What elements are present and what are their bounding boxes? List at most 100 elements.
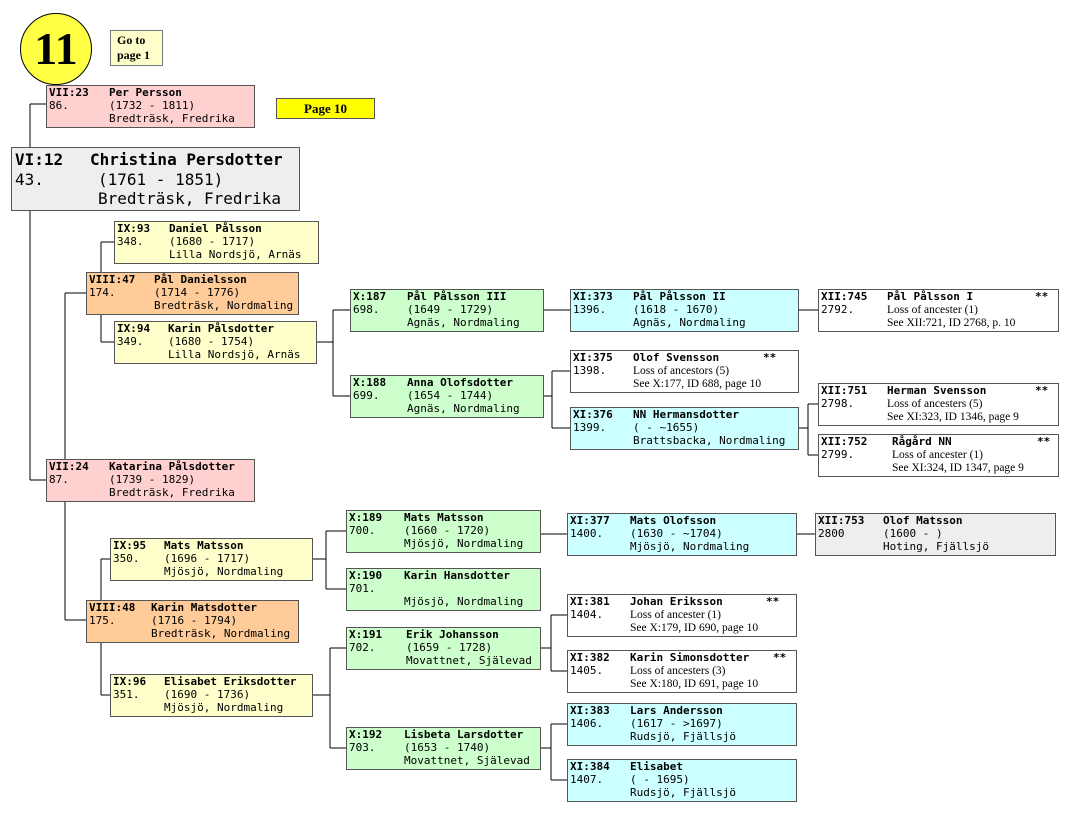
person-years: (1618 - 1670) [633,303,720,316]
see-reference: See X:177, ID 688, page 10 [633,378,762,390]
person-id: XI:382 [570,651,610,664]
person-number: 1404. [570,608,604,621]
person-years: (1654 - 1744) [407,389,494,402]
person-place: Rudsjö, Fjällsjö [630,730,736,743]
person-years: (1716 - 1794) [151,614,238,627]
person-box-p15[interactable]: XI:373 Pål Pålsson II 1396. (1618 - 1670… [570,289,799,332]
person-id: XI:381 [570,595,610,608]
person-number: 174. [89,286,116,299]
person-box-p2[interactable]: VII:24 Katarina Pålsdotter 87. (1739 - 1… [46,459,255,502]
loss-marker: ** [1035,384,1049,397]
page-number-badge: 11 [20,13,92,85]
person-place: Bredträsk, Nordmaling [151,627,291,640]
person-box-p18[interactable]: XI:377 Mats Olofsson 1400. (1630 - ~1704… [567,513,797,556]
person-place: Rudsjö, Fjällsjö [630,786,736,799]
person-box-p16[interactable]: XI:375 Olof Svensson ** 1398. Loss of an… [570,350,799,393]
person-box-p20[interactable]: XI:382 Karin Simonsdotter ** 1405. Loss … [567,650,797,693]
person-box-p17[interactable]: XI:376 NN Hermansdotter 1399. ( - ~1655)… [570,407,799,450]
person-name: NN Hermansdotter [633,408,739,421]
person-name: Olof Matsson [883,514,963,527]
person-place: Bredträsk, Fredrika [109,112,235,125]
see-reference: See XI:324, ID 1347, page 9 [892,462,1024,474]
person-years: ( - 1695) [630,773,690,786]
person-number: 1398. [573,364,607,377]
person-place: Movattnet, Själevad [406,654,532,667]
person-box-p12[interactable]: X:190 Karin Hansdotter 701. Mjösjö, Nord… [346,568,541,611]
person-number: 43. [15,170,44,189]
person-box-p24[interactable]: XII:751 Herman Svensson ** 2798. Loss of… [818,383,1059,426]
person-id: VIII:47 [89,273,136,286]
person-box-p13[interactable]: X:191 Erik Johansson 702. (1659 - 1728) … [346,627,541,670]
person-box-p5[interactable]: IX:93 Daniel Pålsson 348. (1680 - 1717) … [114,221,319,264]
person-place: Mjösjö, Nordmaling [164,565,284,578]
person-name: Mats Olofsson [630,514,717,527]
person-name: Johan Eriksson [630,595,723,608]
person-box-p4[interactable]: VIII:48 Karin Matsdotter 175. (1716 - 17… [86,600,299,643]
person-box-p14[interactable]: X:192 Lisbeta Larsdotter 703. (1653 - 17… [346,727,541,770]
person-box-p10[interactable]: X:188 Anna Olofsdotter 699. (1654 - 1744… [350,375,544,418]
person-box-p26[interactable]: XII:753 Olof Matsson 2800 (1600 - ) Hoti… [815,513,1056,556]
person-id: X:192 [349,728,383,741]
page-10-link[interactable]: Page 10 [276,98,375,119]
person-box-p3[interactable]: VIII:47 Pål Danielsson 174. (1714 - 1776… [86,272,299,315]
person-number: 1406. [570,717,604,730]
person-id: XI:375 [573,351,613,364]
person-place: Bredträsk, Fredrika [98,189,282,208]
person-id: XI:384 [570,760,610,773]
person-years: (1617 - >1697) [630,717,723,730]
person-years: (1739 - 1829) [109,473,196,486]
person-id: XII:753 [818,514,865,527]
person-number: 2800 [818,527,845,540]
person-box-p22[interactable]: XI:384 Elisabet 1407. ( - 1695) Rudsjö, … [567,759,797,802]
person-id: VIII:48 [89,601,136,614]
person-number: 700. [349,524,376,537]
person-id: X:191 [349,628,383,641]
loss-marker: ** [773,651,787,664]
loss-note: Loss of ancesters (3) [630,665,726,677]
person-name: Erik Johansson [406,628,499,641]
loss-marker: ** [1035,290,1049,303]
person-box-p21[interactable]: XI:383 Lars Andersson 1406. (1617 - >169… [567,703,797,746]
person-id: XII:745 [821,290,868,303]
person-name: Christina Persdotter [90,150,283,169]
person-place: Brattsbacka, Nordmaling [633,434,786,447]
person-id: XI:383 [570,704,610,717]
person-place: Mjösjö, Nordmaling [404,537,524,550]
person-box-p7[interactable]: IX:95 Mats Matsson 350. (1696 - 1717) Mj… [110,538,313,581]
person-number: 2799. [821,448,855,461]
person-box-p6[interactable]: IX:94 Karin Pålsdotter 349. (1680 - 1754… [114,321,317,364]
person-number: 1407. [570,773,604,786]
person-number: 349. [117,335,144,348]
person-name: Katarina Pålsdotter [109,460,235,473]
person-place: Lilla Nordsjö, Arnäs [168,348,301,361]
person-id: IX:95 [113,539,147,552]
person-id: XII:751 [821,384,868,397]
person-box-p19[interactable]: XI:381 Johan Eriksson ** 1404. Loss of a… [567,594,797,637]
person-name: Pål Pålsson I [887,290,974,303]
person-name: Pål Pålsson II [633,290,726,303]
person-box-p1[interactable]: VII:23 Per Persson 86. (1732 - 1811) Bre… [46,85,255,128]
main-person-box[interactable]: VI:12 Christina Persdotter 43. (1761 - 1… [11,147,300,211]
person-place: Mjösjö, Nordmaling [164,701,284,714]
person-number: 1405. [570,664,604,677]
loss-note: Loss of ancestors (5) [633,365,730,377]
person-box-p8[interactable]: IX:96 Elisabet Eriksdotter 351. (1690 - … [110,674,313,717]
person-box-p25[interactable]: XII:752 Rågård NN ** 2799. Loss of ances… [818,434,1059,477]
person-years: (1714 - 1776) [154,286,241,299]
person-number: 701. [349,582,376,595]
loss-marker: ** [766,595,780,608]
person-place: Mjösjö, Nordmaling [404,595,524,608]
person-name: Olof Svensson [633,351,720,364]
person-box-p11[interactable]: X:189 Mats Matsson 700. (1660 - 1720) Mj… [346,510,541,553]
person-box-p23[interactable]: XII:745 Pål Pålsson I ** 2792. Loss of a… [818,289,1059,332]
goto-page-1-button[interactable]: Go to page 1 [110,30,163,66]
person-years: (1761 - 1851) [98,170,224,189]
person-name: Pål Danielsson [154,273,247,286]
person-name: Elisabet Eriksdotter [164,675,297,688]
person-id: X:190 [349,569,383,582]
loss-note: Loss of ancester (1) [630,609,722,621]
goto-label-line1: Go to [117,33,146,47]
person-years: (1690 - 1736) [164,688,251,701]
person-box-p9[interactable]: X:187 Pål Pålsson III 698. (1649 - 1729)… [350,289,544,332]
person-place: Agnäs, Nordmaling [407,316,520,329]
